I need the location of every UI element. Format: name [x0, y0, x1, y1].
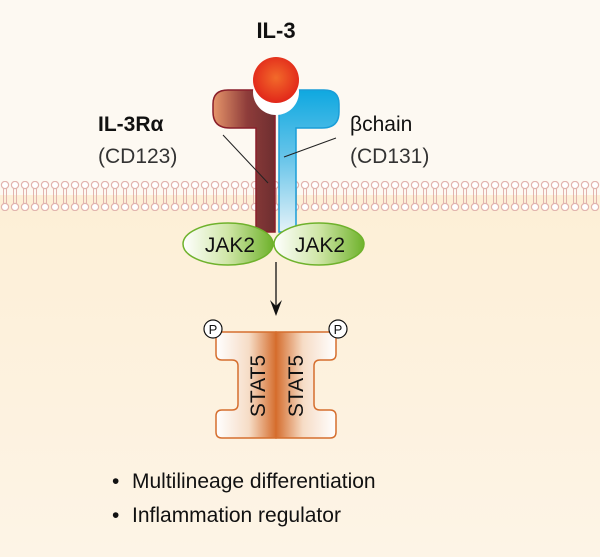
stat5-right-label: STAT5 [285, 355, 308, 417]
stat5-right [275, 331, 337, 439]
phospho-left-label: P [209, 322, 218, 337]
bchain-cd: (CD131) [350, 145, 430, 168]
il3ra-pointer-line [222, 134, 269, 184]
stat5-left [215, 331, 277, 439]
phospho-right-icon [328, 319, 348, 339]
jak2-left-label: JAK2 [205, 234, 255, 257]
jak2-right-label: JAK2 [295, 234, 345, 257]
outcome-text: Inflammation regulator [132, 504, 341, 527]
jak2-left [182, 222, 274, 266]
outcome-item: • Multilineage differentiation [112, 470, 376, 494]
stat5-left-label: STAT5 [247, 355, 270, 417]
bchain-name: βchain [350, 113, 413, 136]
cell-membrane [0, 181, 600, 211]
bullet-icon: • [112, 470, 120, 493]
jak2-right [273, 222, 365, 266]
il3ra-name: IL-3Rα [98, 113, 164, 136]
phospho-right-label: P [334, 322, 343, 337]
outcome-item: • Inflammation regulator [112, 504, 341, 528]
bullet-icon: • [112, 504, 120, 527]
il3ra-cd: (CD123) [98, 145, 178, 168]
outcome-text: Multilineage differentiation [132, 470, 376, 493]
bchain-pointer-line [283, 137, 337, 158]
il3-ligand [253, 57, 299, 103]
signal-arrow-head [270, 300, 282, 316]
ligand-label: IL-3 [256, 18, 296, 43]
phospho-left-icon [203, 319, 223, 339]
